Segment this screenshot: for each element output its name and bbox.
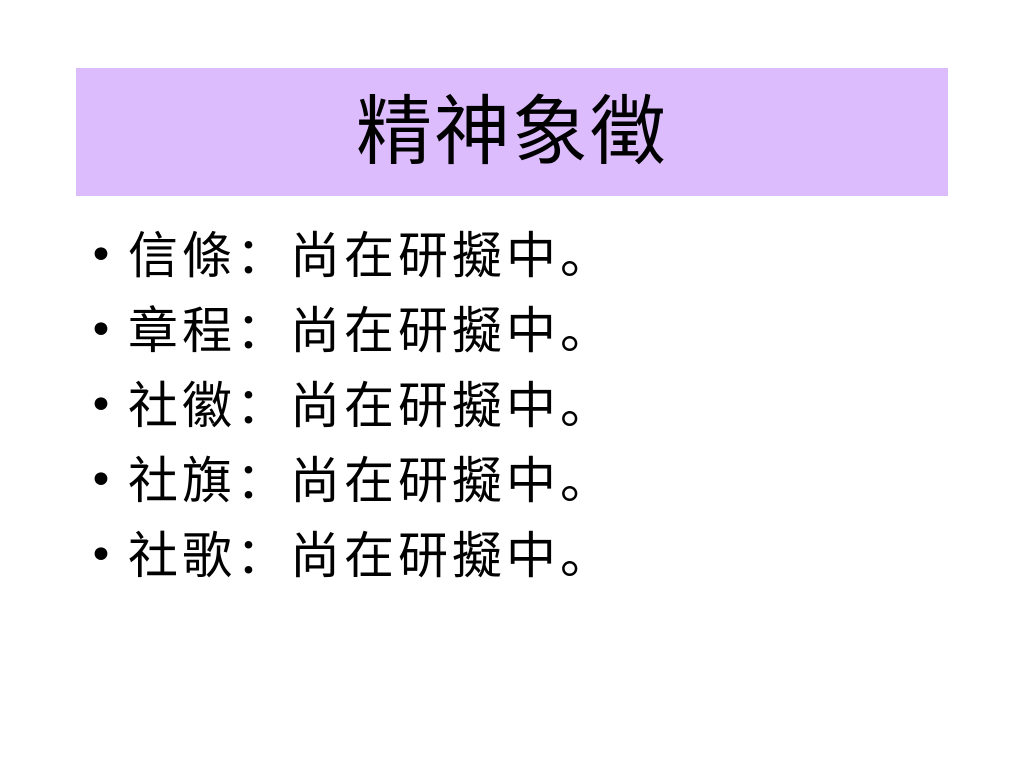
- title-bar: 精神象徵: [76, 68, 948, 196]
- list-item-text: 章程：尚在研擬中。: [128, 301, 614, 360]
- list-item: • 社歌：尚在研擬中。: [88, 518, 614, 593]
- list-item-text: 信條：尚在研擬中。: [128, 226, 614, 285]
- bullet-icon: •: [88, 454, 114, 506]
- bullet-icon: •: [88, 529, 114, 581]
- bullet-icon: •: [88, 304, 114, 356]
- bullet-icon: •: [88, 229, 114, 281]
- slide-title: 精神象徵: [356, 87, 668, 176]
- list-item: • 社徽：尚在研擬中。: [88, 368, 614, 443]
- bullet-list: • 信條：尚在研擬中。 • 章程：尚在研擬中。 • 社徽：尚在研擬中。 • 社旗…: [88, 218, 614, 593]
- bullet-icon: •: [88, 379, 114, 431]
- list-item: • 社旗：尚在研擬中。: [88, 443, 614, 518]
- list-item: • 信條：尚在研擬中。: [88, 218, 614, 293]
- list-item-text: 社歌：尚在研擬中。: [128, 526, 614, 585]
- list-item-text: 社旗：尚在研擬中。: [128, 451, 614, 510]
- list-item-text: 社徽：尚在研擬中。: [128, 376, 614, 435]
- list-item: • 章程：尚在研擬中。: [88, 293, 614, 368]
